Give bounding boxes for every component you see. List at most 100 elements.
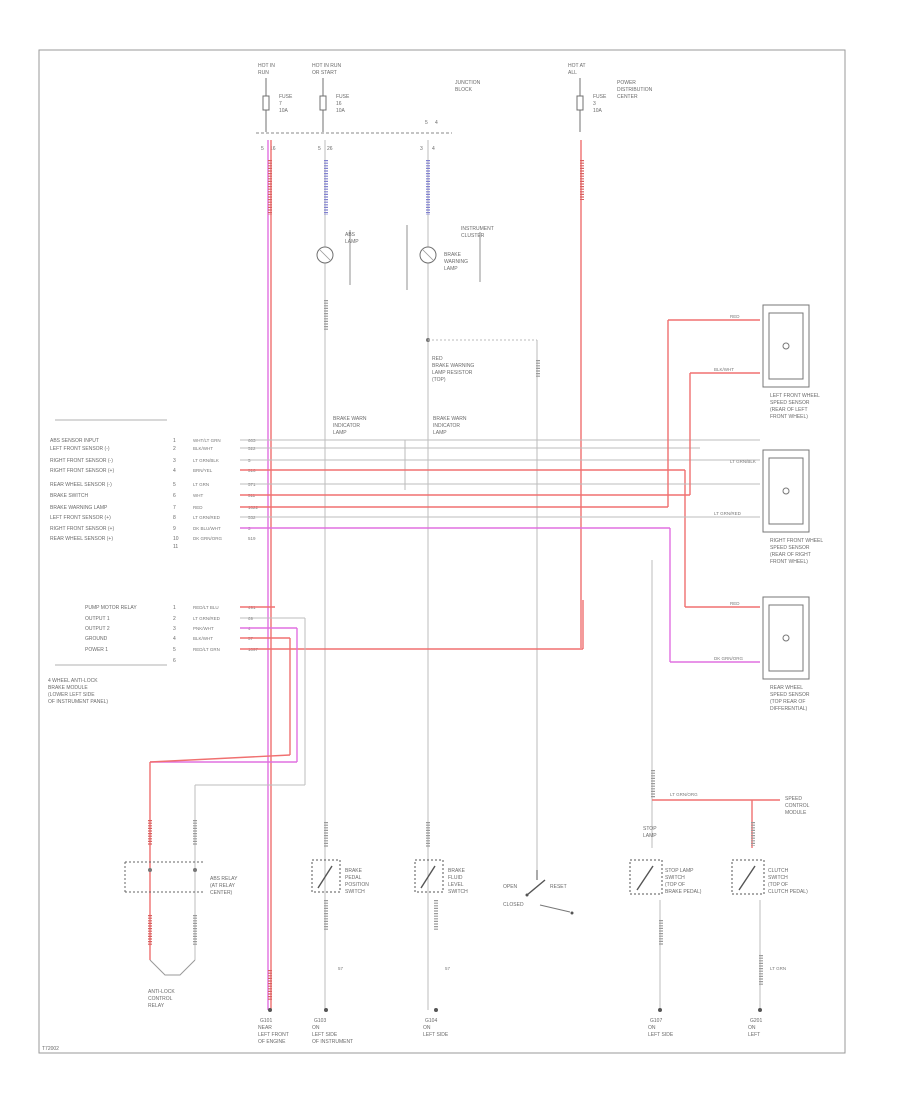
svg-text:(LOWER LEFT SIDE: (LOWER LEFT SIDE <box>48 692 95 698</box>
sensor-label: FRONT WHEEL) <box>770 414 808 420</box>
svg-text:SWITCH: SWITCH <box>345 889 365 895</box>
svg-text:FUSE: FUSE <box>593 94 607 100</box>
svg-text:FLUID: FLUID <box>448 875 463 881</box>
svg-text:POSITION: POSITION <box>345 882 369 888</box>
svg-text:BRAKE: BRAKE <box>345 868 363 874</box>
svg-text:INDICATOR: INDICATOR <box>433 423 460 429</box>
svg-text:FUSE: FUSE <box>336 94 350 100</box>
svg-text:LEFT FRONT: LEFT FRONT <box>258 1032 289 1038</box>
connector-label: REAR WHEEL SENSOR (-) <box>50 482 112 488</box>
svg-text:5: 5 <box>261 146 264 152</box>
sensor-label: LEFT FRONT WHEEL <box>770 393 820 399</box>
sensor-label: DIFFERENTIAL) <box>770 706 808 712</box>
page-id: T72002 <box>42 1046 59 1052</box>
sensor-wire-color: RED <box>730 601 740 606</box>
svg-text:LAMP: LAMP <box>444 266 458 272</box>
svg-text:INDICATOR: INDICATOR <box>333 423 360 429</box>
svg-text:OF INSTRUMENT: OF INSTRUMENT <box>312 1039 353 1045</box>
svg-text:(TOP OF: (TOP OF <box>768 882 788 888</box>
svg-text:PEDAL: PEDAL <box>345 875 362 881</box>
connector-label: RIGHT FRONT SENSOR (-) <box>50 458 113 464</box>
connector-label: OUTPUT 1 <box>85 616 110 622</box>
svg-text:4 WHEEL ANTI-LOCK: 4 WHEEL ANTI-LOCK <box>48 678 98 684</box>
svg-text:5: 5 <box>425 120 428 126</box>
svg-text:CLUTCH: CLUTCH <box>768 868 789 874</box>
svg-text:LEVEL: LEVEL <box>448 882 464 888</box>
svg-text:BRAKE WARNING: BRAKE WARNING <box>432 363 474 369</box>
sensor-label: SPEED SENSOR <box>770 692 810 698</box>
svg-text:DISTRIBUTION: DISTRIBUTION <box>617 87 653 93</box>
stop-lamp-switch: LT GRN/ORG SPEED CONTROL MODULE STOP LAM… <box>629 560 810 1038</box>
svg-text:CLOSED: CLOSED <box>503 902 524 908</box>
svg-text:16: 16 <box>270 146 276 152</box>
resistor-note: RED BRAKE WARNING LAMP RESISTOR (TOP) <box>426 338 540 870</box>
svg-text:16: 16 <box>336 101 342 107</box>
svg-text:SPEED: SPEED <box>785 796 802 802</box>
connector-label: POWER 1 <box>85 647 108 653</box>
svg-text:(TOP OF: (TOP OF <box>665 882 685 888</box>
connector-pin: 4 <box>173 636 176 642</box>
circuit-number: 519 <box>248 536 256 541</box>
svg-text:BRAKE: BRAKE <box>448 868 466 874</box>
connector-label: LEFT FRONT SENSOR (+) <box>50 515 111 521</box>
connector-pin: 2 <box>173 616 176 622</box>
svg-text:ALL: ALL <box>568 70 577 76</box>
svg-text:POWER: POWER <box>617 80 636 86</box>
junction-block: JUNCTION BLOCK 5 4 <box>256 80 481 134</box>
sensor-label: REAR WHEEL <box>770 685 803 691</box>
svg-text:G107: G107 <box>650 1018 662 1024</box>
svg-text:7: 7 <box>279 101 282 107</box>
svg-text:10A: 10A <box>336 108 346 114</box>
brake-fluid-level-switch: BRAKE FLUID LEVEL SWITCH 57 G104 ON LEFT… <box>414 822 468 1038</box>
abs-control-relay: ABS RELAY (AT RELAY CENTER) ANTI-LOCK CO… <box>124 820 238 1009</box>
connector-label: BRAKE WARNING LAMP <box>50 505 108 511</box>
brake-warning-lamp: BRAKE WARNING LAMP INSTRUMENT CLUSTER <box>406 225 494 290</box>
svg-text:HOT IN RUN: HOT IN RUN <box>312 63 341 69</box>
svg-text:STOP: STOP <box>643 826 657 832</box>
svg-text:ABS RELAY: ABS RELAY <box>210 876 238 882</box>
module-note: 4 WHEEL ANTI-LOCK BRAKE MODULE (LOWER LE… <box>48 678 108 705</box>
svg-text:ON: ON <box>423 1025 431 1031</box>
svg-text:ON: ON <box>312 1025 320 1031</box>
svg-text:RUN: RUN <box>258 70 269 76</box>
svg-text:ANTI-LOCK: ANTI-LOCK <box>148 989 175 995</box>
connector-label: BRAKE SWITCH <box>50 493 88 499</box>
connector-pin: 4 <box>173 468 176 474</box>
sensor-wire-color: LT GRN/BLK <box>730 459 756 464</box>
connector-pin: 7 <box>173 505 176 511</box>
svg-text:RED: RED <box>432 356 443 362</box>
svg-text:SWITCH: SWITCH <box>768 875 788 881</box>
wire-color: DK GRN/ORG <box>193 536 223 541</box>
wire-color: RED/LT GRN <box>193 647 220 652</box>
svg-text:G101: G101 <box>260 1018 272 1024</box>
wire-color: BLK/WHT <box>193 446 213 451</box>
connector-pin: 6 <box>173 658 176 664</box>
wire-color: WHT/LT GRN <box>193 438 221 443</box>
svg-text:BRAKE: BRAKE <box>444 252 462 258</box>
svg-text:LAMP: LAMP <box>345 239 359 245</box>
svg-text:10A: 10A <box>279 108 289 114</box>
sensor-label: FRONT WHEEL) <box>770 559 808 565</box>
svg-text:3: 3 <box>420 146 423 152</box>
wire-color: LT GRN <box>193 482 209 487</box>
connector-pin: 6 <box>173 493 176 499</box>
connector-pin: 8 <box>173 515 176 521</box>
svg-text:OPEN: OPEN <box>503 884 518 890</box>
svg-text:LEFT SIDE: LEFT SIDE <box>312 1032 338 1038</box>
svg-text:ON: ON <box>748 1025 756 1031</box>
svg-text:RELAY: RELAY <box>148 1003 165 1009</box>
svg-text:HOT AT: HOT AT <box>568 63 586 69</box>
svg-text:LAMP: LAMP <box>433 430 447 436</box>
sensor-label: SPEED SENSOR <box>770 400 810 406</box>
connector-label: REAR WHEEL SENSOR (+) <box>50 536 113 542</box>
svg-text:57: 57 <box>445 966 451 971</box>
sensor-label: (REAR OF RIGHT <box>770 552 811 558</box>
svg-text:LAMP: LAMP <box>643 833 657 839</box>
wire-color: WHT <box>193 493 203 498</box>
abs-lamp: ABS LAMP <box>316 230 359 285</box>
connector-label: RIGHT FRONT SENSOR (+) <box>50 468 114 474</box>
svg-text:JUNCTION: JUNCTION <box>455 80 481 86</box>
svg-text:INSTRUMENT: INSTRUMENT <box>461 226 494 232</box>
